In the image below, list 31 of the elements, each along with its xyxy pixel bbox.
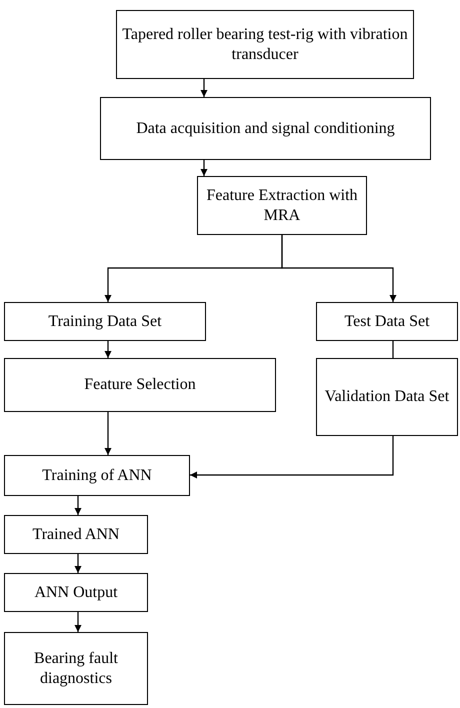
arrow <box>104 341 112 358</box>
arrow <box>190 436 394 478</box>
process-box <box>116 10 414 79</box>
process-box <box>4 573 148 612</box>
process-box <box>197 176 367 235</box>
box-label: Tapered roller bearing test-rig with vibration transducer <box>121 24 409 64</box>
box-label: Validation Data Set <box>324 387 450 407</box>
box-label: Bearing fault diagnostics <box>33 648 119 688</box>
box-label: Training of ANN <box>42 466 152 486</box>
box-label: Test Data Set <box>344 312 430 332</box>
process-box <box>100 97 431 160</box>
process-box <box>4 632 148 705</box>
process-box <box>316 358 458 436</box>
arrow <box>74 554 82 573</box>
box-label: Data acquisition and signal conditioning <box>136 118 395 138</box>
process-box <box>4 515 148 554</box>
arrow <box>74 496 82 515</box>
box-label: Feature Extraction with MRA <box>205 186 359 226</box>
box-label: Trained ANN <box>32 524 120 544</box>
process-box <box>4 455 190 496</box>
arrow <box>200 79 208 97</box>
arrow <box>200 160 208 176</box>
process-box <box>4 302 206 341</box>
arrow <box>104 412 112 455</box>
box-label: Training Data Set <box>48 312 162 332</box>
arrow <box>74 612 82 632</box>
box-label: ANN Output <box>34 582 118 602</box>
process-box <box>316 302 458 341</box>
arrow <box>281 235 396 302</box>
box-label: Feature Selection <box>84 375 196 395</box>
process-box <box>4 358 276 412</box>
